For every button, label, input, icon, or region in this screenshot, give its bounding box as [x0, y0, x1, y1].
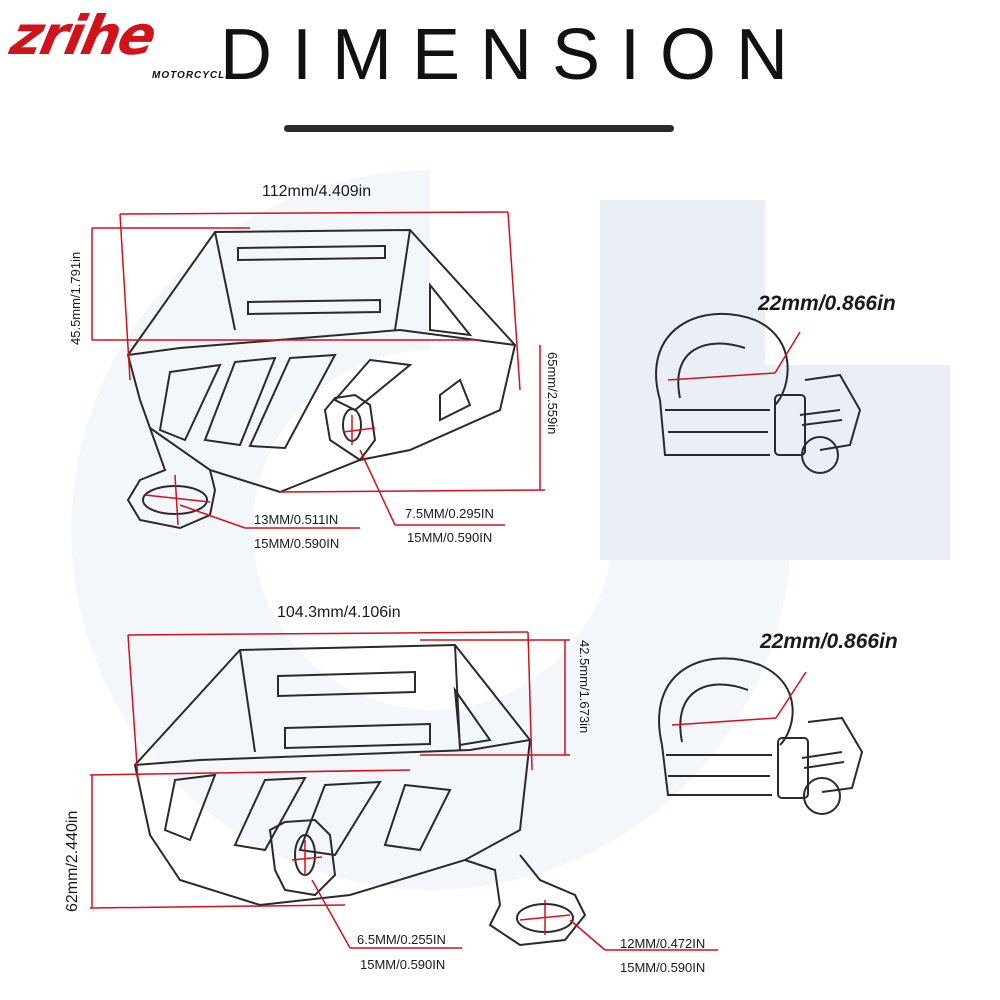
- brand-logo-subtitle: MOTORCYCLE: [152, 70, 233, 81]
- bottom-cover-drawing: [133, 643, 587, 947]
- top-cover-dimension-lines: [91, 211, 546, 529]
- bottom-hole-right-spacing: 15MM/0.590IN: [620, 960, 706, 975]
- brand-logo: zrihe MOTORCYCLE: [2, 4, 272, 84]
- top-clamp-label: 22mm/0.866in: [758, 292, 896, 315]
- top-hole-left-spacing: 15MM/0.590IN: [254, 536, 340, 551]
- bottom-hole-mid-spacing: 15MM/0.590IN: [360, 957, 446, 972]
- top-hole-mid-spacing: 15MM/0.590IN: [407, 530, 493, 545]
- top-clamp-drawing: [655, 312, 862, 474]
- bottom-hole-mid-diameter: 6.5MM/0.255IN: [357, 932, 446, 947]
- top-hole-mid-diameter: 7.5MM/0.295IN: [405, 506, 494, 521]
- top-width-label: 112mm/4.409in: [262, 183, 372, 200]
- bottom-clamp-drawing: [658, 657, 864, 815]
- bottom-hole-right-diameter: 12MM/0.472IN: [620, 936, 706, 951]
- page-title: DIMENSION: [220, 15, 809, 95]
- bottom-clamp-dimension-line: [671, 671, 807, 726]
- title-underline: [284, 125, 674, 132]
- watermark: [71, 170, 950, 890]
- bottom-clamp-label: 22mm/0.866in: [760, 630, 898, 653]
- top-clamp-dimension-line: [667, 331, 801, 381]
- top-cover-drawing: [126, 228, 517, 530]
- top-height-right-label: 65mm/2.559in: [545, 352, 560, 435]
- bottom-cover-dimension-lines: [89, 631, 718, 951]
- bottom-height-left-label: 62mm/2.440in: [64, 810, 81, 912]
- top-hole-left-diameter: 13MM/0.511IN: [254, 512, 339, 527]
- bottom-width-label: 104.3mm/4.106in: [277, 604, 401, 621]
- brand-logo-word: zrihe: [5, 4, 161, 67]
- top-height-left-label: 45.5mm/1.791in: [68, 251, 83, 345]
- bottom-height-right-label: 42.5mm/1.673in: [577, 640, 592, 734]
